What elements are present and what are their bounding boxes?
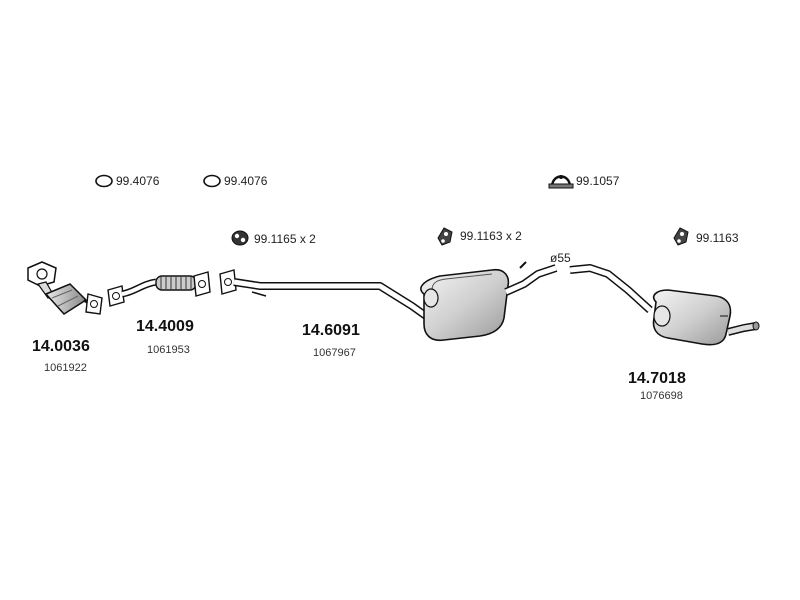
gasket-ring-icon [95, 174, 113, 188]
rubber-mount-icon [231, 230, 249, 246]
gasket-ring-icon [203, 174, 221, 188]
part-reference: 1061922 [44, 362, 87, 374]
accessory-label: 99.1163 x 2 [460, 229, 522, 243]
accessory-label: 99.4076 [116, 174, 160, 188]
middle-muffler-icon [219, 261, 558, 342]
part-number: 14.4009 [136, 318, 194, 335]
rear-muffler-icon [569, 264, 760, 346]
part-number: 14.0036 [32, 338, 90, 355]
part-number: 14.6091 [302, 322, 360, 339]
catalytic-converter-icon [27, 261, 103, 315]
part-reference: 1061953 [147, 344, 190, 356]
accessory-label: 99.1165 x 2 [254, 232, 316, 246]
part-reference: 1067967 [313, 347, 356, 359]
clamp-icon [548, 175, 574, 189]
flex-pipe-icon [107, 271, 211, 307]
accessory-label: 99.1163 [696, 231, 739, 245]
hanger-icon [673, 227, 689, 246]
accessory-label: 99.4076 [224, 174, 268, 188]
hanger-icon [437, 227, 453, 246]
accessory-label: 99.1057 [576, 174, 620, 188]
part-reference: 1076698 [640, 390, 683, 402]
diameter-label: ø55 [550, 251, 571, 265]
part-number: 14.7018 [628, 370, 686, 387]
